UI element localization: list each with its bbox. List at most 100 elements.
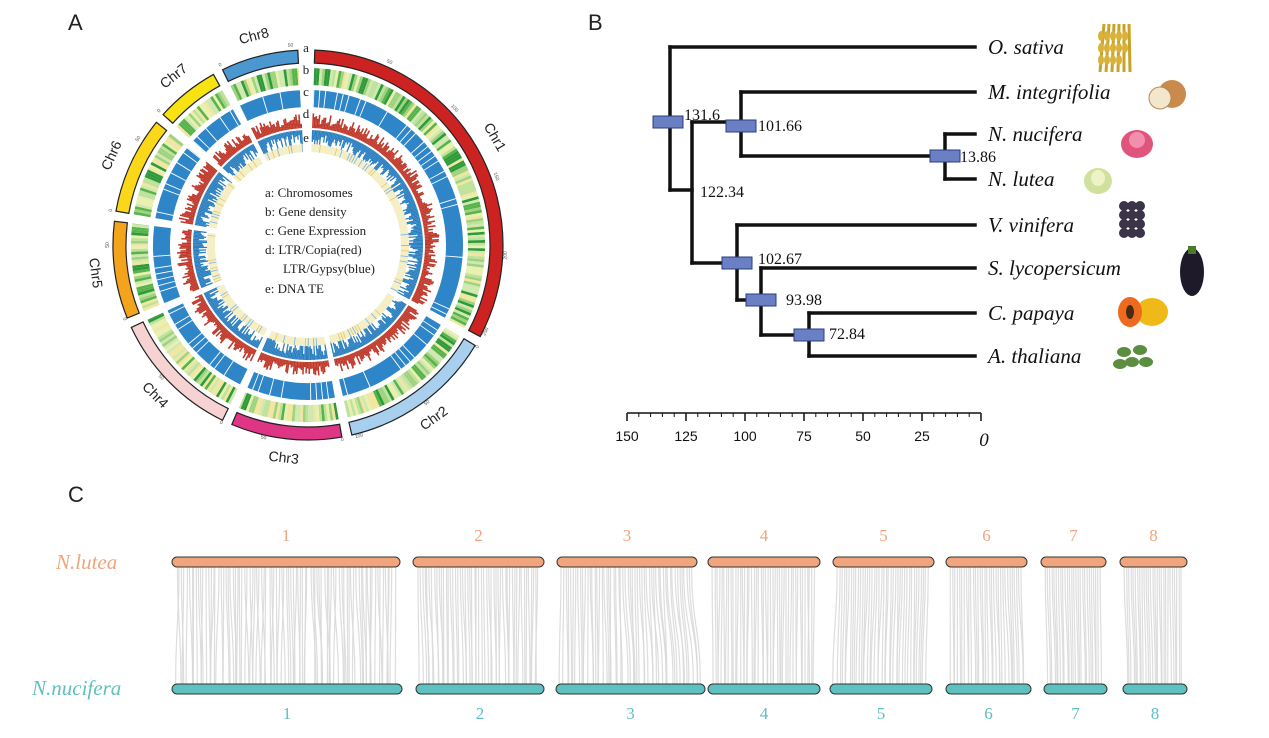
gene-density-stripe xyxy=(460,290,478,298)
ltr-copia-bar xyxy=(380,336,387,345)
ltr-copia-bar xyxy=(407,182,413,186)
ltr-gypsy-bar xyxy=(348,344,353,352)
ltr-gypsy-bar xyxy=(389,173,400,182)
ltr-copia-bar xyxy=(218,150,229,161)
bottom-chromosome-bar xyxy=(829,683,933,695)
gene-expression-gap xyxy=(362,371,371,388)
gene-expression-band xyxy=(240,90,301,121)
ltr-copia-bar xyxy=(205,307,211,312)
gene-density-stripe xyxy=(442,329,459,341)
dna-te-stripe xyxy=(362,162,368,170)
synteny-link xyxy=(959,566,962,685)
ltr-copia-bar xyxy=(186,198,199,205)
gene-density-stripe xyxy=(308,404,312,422)
gene-density-stripe xyxy=(467,242,486,246)
dna-te-stripe xyxy=(208,259,217,262)
dna-te-stripe xyxy=(389,196,397,201)
gene-expression-gap xyxy=(163,188,180,196)
ltr-copia-bar xyxy=(290,360,293,368)
dna-te-stripe xyxy=(287,145,291,154)
gene-expression-gap xyxy=(192,336,206,349)
ltr-gypsy-bar xyxy=(365,323,377,339)
gene-density-stripe xyxy=(280,403,286,421)
ltr-gypsy-bar xyxy=(415,253,423,256)
ltr-copia-bar xyxy=(298,114,301,129)
top-chromosome-label: 5 xyxy=(879,526,888,545)
dna-te-band xyxy=(311,144,410,293)
top-chromosome-label: 2 xyxy=(474,526,483,545)
synteny-link xyxy=(1077,566,1081,685)
synteny-link xyxy=(271,566,275,685)
synteny-link xyxy=(753,566,756,685)
ltr-gypsy-bar xyxy=(364,149,374,163)
synteny-link xyxy=(417,566,420,685)
ltr-gypsy-bar xyxy=(382,162,389,169)
synteny-link xyxy=(1090,566,1094,685)
ltr-gypsy-bar xyxy=(381,317,391,327)
track-letter: a xyxy=(303,40,309,55)
ltr-gypsy-bar xyxy=(292,342,297,360)
ltr-gypsy-bar xyxy=(357,341,362,348)
ltr-gypsy-bar xyxy=(212,179,224,188)
synteny-link xyxy=(255,566,260,685)
ltr-copia-bar xyxy=(207,170,215,177)
ltr-gypsy-bar xyxy=(298,342,302,360)
ltr-gypsy-bar xyxy=(399,185,407,191)
gene-density-stripe xyxy=(132,223,150,227)
ltr-copia-bar xyxy=(401,313,410,321)
ltr-gypsy-bar xyxy=(222,317,229,324)
ltr-gypsy-bar xyxy=(413,278,418,282)
ltr-copia-bar xyxy=(334,120,339,132)
synteny-link xyxy=(366,566,372,685)
axis-tick-label: 25 xyxy=(914,428,930,444)
ltr-gypsy-bar xyxy=(224,164,238,178)
dna-te-stripe xyxy=(380,182,388,188)
synteny-link xyxy=(596,566,599,685)
ltr-copia-bar xyxy=(275,122,280,132)
synteny-link xyxy=(896,566,901,685)
ltr-copia-bar xyxy=(279,126,283,132)
gene-density-stripe xyxy=(154,324,171,336)
ltr-gypsy-bar xyxy=(407,231,423,235)
synteny-link xyxy=(1143,566,1147,685)
synteny-link xyxy=(597,566,601,685)
synteny-link xyxy=(918,566,923,685)
ltr-gypsy-bar xyxy=(265,335,274,353)
synteny-link xyxy=(988,566,993,685)
gene-density-stripe xyxy=(166,341,182,354)
gene-density-stripe xyxy=(302,404,306,422)
gene-density-stripe xyxy=(139,187,157,196)
ltr-copia-bar xyxy=(422,218,429,222)
ltr-gypsy-bar xyxy=(405,272,419,278)
ltr-copia-bar xyxy=(185,210,196,215)
ltr-copia-bar xyxy=(347,354,355,369)
ltr-copia-bar xyxy=(212,324,224,336)
ltr-copia-bar xyxy=(415,196,421,200)
gene-density-stripe xyxy=(467,234,485,239)
gene-density-stripe xyxy=(353,75,361,93)
ltr-gypsy-bar xyxy=(247,339,252,344)
top-chromosome-label: 8 xyxy=(1149,526,1158,545)
chromosome-label: Chr4 xyxy=(139,378,172,411)
gene-density-stripe xyxy=(168,343,184,356)
synteny-link xyxy=(582,566,587,685)
ltr-gypsy-bar xyxy=(194,260,209,264)
gene-expression-gap xyxy=(395,125,408,139)
ltr-gypsy-bar xyxy=(210,183,218,189)
synteny-link xyxy=(921,566,927,685)
bottom-chromosome-bar xyxy=(945,683,1032,695)
gene-density-stripe xyxy=(400,100,413,116)
ltr-gypsy-bar xyxy=(196,269,213,275)
ltr-copia-bar xyxy=(263,354,270,368)
synteny-link xyxy=(488,566,493,685)
ltr-copia-bar xyxy=(407,305,418,312)
ltr-copia-bar xyxy=(200,299,205,303)
ltr-gypsy-bar xyxy=(249,145,258,157)
ltr-copia-bar xyxy=(312,113,315,129)
ltr-gypsy-bar xyxy=(286,350,289,359)
gene-density-stripe xyxy=(456,302,474,311)
dna-te-stripe xyxy=(282,335,286,343)
gene-density-stripe xyxy=(250,396,259,414)
ltr-copia-bar xyxy=(424,232,437,236)
ltr-copia-bar xyxy=(373,143,379,150)
